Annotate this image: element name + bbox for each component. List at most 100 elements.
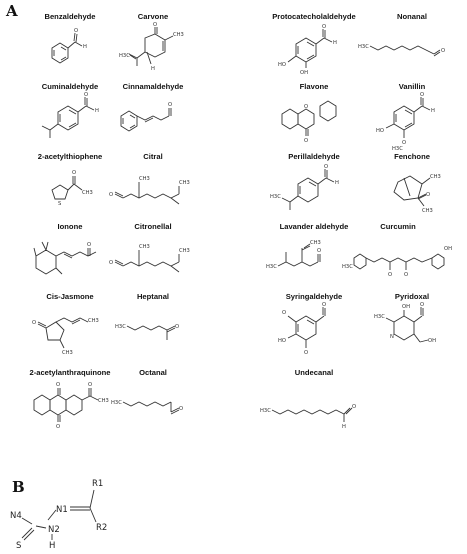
- svg-text:CH3: CH3: [62, 350, 73, 356]
- compound-name: Perillaldehyde: [288, 152, 340, 161]
- svg-text:O: O: [84, 92, 88, 98]
- compound-name: Undecanal: [294, 368, 334, 377]
- svg-text:CH3: CH3: [139, 176, 150, 182]
- svg-text:OH: OH: [402, 304, 410, 310]
- compound-octanal: Octanal H3C O: [95, 368, 211, 440]
- octanal-structure: H3C O: [111, 400, 183, 438]
- svg-text:O: O: [420, 92, 424, 98]
- svg-text:O: O: [304, 104, 308, 110]
- svg-text:CH3: CH3: [310, 240, 321, 246]
- svg-text:CH3: CH3: [88, 318, 99, 324]
- syringaldehyde-structure: O O HO O: [278, 302, 326, 356]
- svg-text:O: O: [441, 48, 445, 54]
- compound-name: Fenchone: [394, 152, 430, 161]
- compound-heptanal: Heptanal H3C O: [95, 292, 211, 364]
- compound-undecanal: Undecanal H3C O H: [256, 368, 396, 440]
- svg-text:O: O: [324, 164, 328, 170]
- svg-text:CH3: CH3: [98, 398, 109, 404]
- svg-text:N1: N1: [56, 505, 68, 515]
- svg-text:OH: OH: [444, 246, 452, 252]
- svg-text:H3C: H3C: [119, 53, 130, 59]
- svg-text:OH: OH: [300, 70, 308, 76]
- svg-text:O: O: [420, 302, 424, 308]
- svg-text:HO: HO: [278, 62, 286, 68]
- ionone-structure: O: [12, 234, 128, 292]
- lavander-aldehyde-structure: H3C CH3 O: [266, 240, 321, 270]
- compound-name: Cinnamaldehyde: [122, 82, 184, 91]
- svg-text:O: O: [74, 28, 78, 34]
- svg-text:HO: HO: [278, 338, 286, 344]
- svg-text:O: O: [88, 382, 92, 388]
- svg-text:O: O: [304, 138, 308, 144]
- svg-text:O: O: [87, 242, 91, 248]
- svg-text:O: O: [402, 140, 406, 146]
- compound-name: Ionone: [57, 222, 83, 231]
- svg-text:H: H: [333, 40, 337, 46]
- svg-text:H3C: H3C: [266, 264, 277, 270]
- svg-text:O: O: [109, 192, 113, 198]
- svg-text:O: O: [304, 350, 308, 356]
- svg-text:CH3: CH3: [139, 244, 150, 250]
- compound-fenchone: Fenchone CH3 O CH3: [354, 152, 467, 224]
- compound-name: Pyridoxal: [394, 292, 430, 301]
- compound-citronellal: Citronellal O CH3 CH3: [95, 222, 211, 294]
- svg-text:O: O: [388, 272, 392, 278]
- cinnamaldehyde-structure: O: [95, 102, 172, 152]
- benzaldehyde-structure: OH: [12, 28, 87, 82]
- cuminaldehyde-structure: OH: [12, 92, 99, 152]
- svg-text:O: O: [426, 192, 430, 198]
- perillaldehyde-structure: OH H3C: [270, 164, 339, 222]
- svg-text:H: H: [49, 541, 55, 550]
- compound-flavone: Flavone O O: [256, 82, 372, 154]
- svg-text:H3C: H3C: [115, 324, 126, 330]
- compound-name: Cis-Jasmone: [46, 292, 94, 301]
- svg-text:S: S: [58, 201, 61, 207]
- svg-text:O: O: [72, 170, 76, 176]
- svg-text:O: O: [404, 272, 408, 278]
- svg-text:H: H: [95, 108, 99, 114]
- compound-name: Lavander aldehyde: [279, 222, 349, 231]
- panel-b-label: B: [12, 478, 25, 496]
- compound-name: Citral: [143, 152, 163, 161]
- compound-ionone: Ionone O: [12, 222, 128, 294]
- nonanal-structure: H3C O: [358, 44, 445, 82]
- compound-cis-jasmone: Cis-Jasmone O CH3 CH3: [12, 292, 128, 364]
- compound-name: Heptanal: [136, 292, 170, 301]
- scaffold-structure: R1 R2 N1 N2 H N4 S: [10, 479, 107, 551]
- panel-a-label: A: [6, 2, 18, 20]
- svg-text:H: H: [335, 180, 339, 186]
- svg-text:H: H: [151, 66, 155, 72]
- svg-text:CH3: CH3: [82, 190, 93, 196]
- compound-name: Vanillin: [398, 82, 426, 91]
- compound-name: 2-acetylanthraquinone: [29, 368, 111, 377]
- compound-2-acetylthiophene: 2-acetylthiophene S O CH3: [12, 152, 128, 224]
- compound-name: Citronellal: [134, 222, 172, 231]
- compound-name: Protocatecholaldehyde: [272, 12, 356, 21]
- compound-cinnamaldehyde: Cinnamaldehyde O: [95, 82, 211, 154]
- svg-text:R2: R2: [96, 523, 107, 533]
- svg-text:H: H: [342, 424, 346, 430]
- svg-text:H3C: H3C: [374, 314, 385, 320]
- svg-text:HO: HO: [376, 128, 384, 134]
- acetylthiophene-structure: S O CH3: [12, 170, 93, 207]
- svg-text:N2: N2: [48, 525, 60, 535]
- compound-name: Octanal: [139, 368, 167, 377]
- compound-carvone: Carvone O CH3 H3C H: [95, 12, 211, 84]
- compound-name: Carvone: [137, 12, 169, 21]
- compound-citral: Citral O CH3 CH3: [95, 152, 211, 224]
- compound-name: Nonanal: [397, 12, 427, 21]
- heptanal-structure: H3C O: [115, 324, 179, 362]
- thiosemicarbazone-scaffold: R1 R2 N1 N2 H N4 S: [8, 470, 148, 551]
- svg-text:O: O: [56, 382, 60, 388]
- pyridoxal-structure: N H3C OH O OH: [374, 302, 436, 344]
- svg-text:H3C: H3C: [111, 400, 122, 406]
- acetylanthraquinone-structure: OO O CH3: [12, 382, 109, 430]
